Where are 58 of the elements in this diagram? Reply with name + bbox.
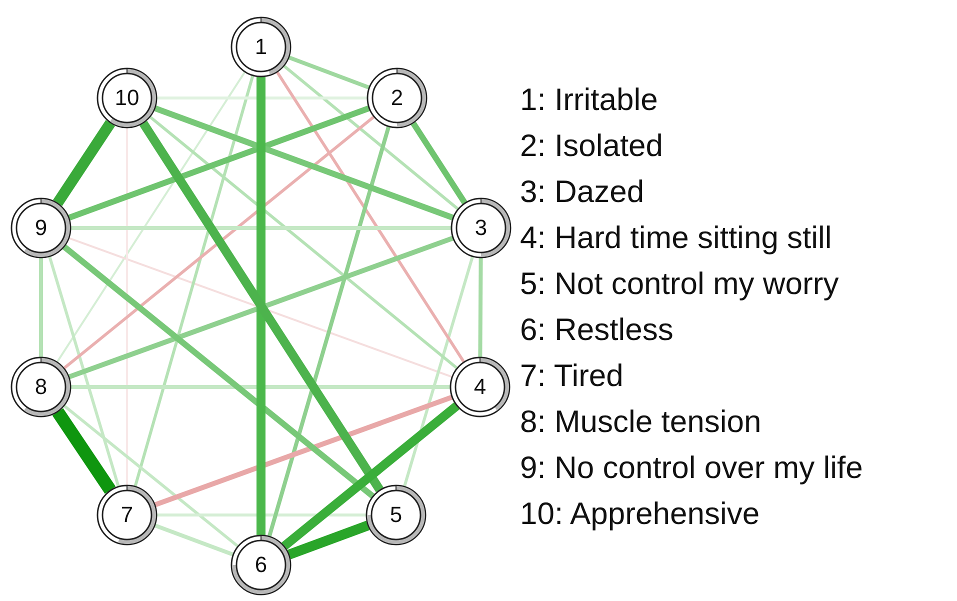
- network-edge: [281, 402, 460, 550]
- network-edge: [134, 75, 254, 487]
- network-edge: [52, 120, 116, 206]
- node-number: 7: [120, 503, 134, 527]
- node-key-text: 7: Tired: [520, 358, 624, 394]
- node-key-text: 5: Not control my worry: [520, 266, 839, 302]
- network-edge: [154, 524, 234, 556]
- node-number: 8: [34, 375, 48, 399]
- node-number: 1: [254, 35, 268, 59]
- node-circle: [96, 67, 158, 129]
- node-key-text: 1: Irritable: [520, 82, 658, 118]
- network-edge: [149, 116, 458, 370]
- node-circle: [230, 534, 292, 596]
- network-edge: [63, 404, 239, 548]
- network-edge: [154, 106, 454, 220]
- node-number: 2: [390, 86, 404, 110]
- node-number: 4: [474, 375, 486, 399]
- network-edge: [276, 71, 466, 363]
- network-edge: [56, 72, 246, 362]
- network-edge: [478, 258, 483, 358]
- network-edge: [39, 258, 43, 357]
- node-key-text: 10: Apprehensive: [520, 496, 760, 532]
- network-edge: [71, 226, 451, 230]
- node-number: 9: [34, 216, 48, 240]
- network-edge: [256, 77, 266, 535]
- network-edge: [71, 385, 450, 389]
- node-number: 10: [114, 86, 140, 110]
- network-edge: [48, 256, 120, 487]
- network-edge: [157, 514, 366, 516]
- node-key-text: 9: No control over my life: [520, 450, 863, 486]
- node-circle: [96, 484, 158, 546]
- network-edge: [288, 56, 370, 90]
- node-key-text: 8: Muscle tension: [520, 404, 762, 440]
- node-circle: [366, 67, 428, 129]
- node-number: 6: [254, 553, 268, 577]
- node-number: 5: [390, 503, 402, 527]
- network-edge: [63, 116, 375, 370]
- node-circle: [230, 16, 292, 78]
- network-edge: [410, 122, 468, 204]
- network-edge: [154, 394, 453, 508]
- network-edge: [52, 408, 116, 494]
- network-edge: [403, 256, 474, 487]
- network-edge: [267, 126, 391, 537]
- node-key-text: 4: Hard time sitting still: [520, 220, 832, 256]
- network-edge: [139, 120, 384, 492]
- network-edge: [283, 64, 459, 210]
- node-key-text: 2: Isolated: [520, 128, 664, 164]
- node-circle: [10, 356, 72, 418]
- network-edge: [68, 105, 370, 221]
- node-circle: [449, 356, 511, 418]
- network-edge: [287, 520, 370, 560]
- node-circle: [10, 197, 72, 259]
- node-key-text: 3: Dazed: [520, 174, 644, 210]
- node-circle: [365, 484, 427, 546]
- network-edge: [62, 244, 375, 498]
- node-key-text: 6: Restless: [520, 312, 674, 348]
- node-number: 3: [474, 216, 488, 240]
- node-circle: [450, 197, 512, 259]
